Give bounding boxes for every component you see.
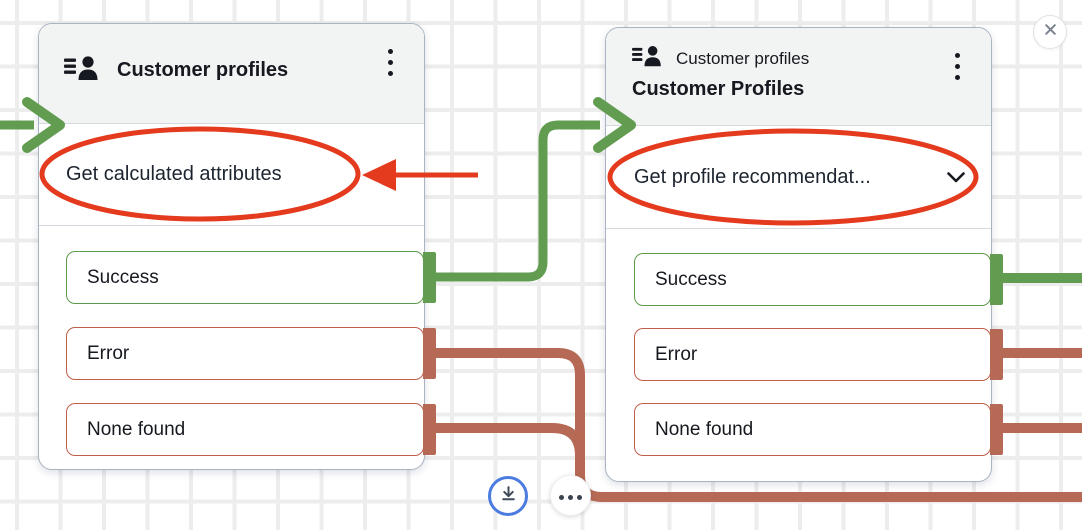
output-port[interactable] bbox=[990, 329, 1003, 380]
node-action-label: Get calculated attributes bbox=[66, 163, 282, 185]
ellipsis-icon bbox=[557, 487, 584, 505]
output-row-none-found[interactable]: None found bbox=[634, 403, 1003, 456]
flow-node-customer-profiles[interactable]: Customer profiles Customer Profiles Get … bbox=[605, 27, 1003, 482]
output-label: None found bbox=[655, 418, 754, 440]
kebab-menu-icon[interactable] bbox=[380, 49, 400, 82]
output-label: None found bbox=[87, 418, 186, 440]
kebab-menu-icon[interactable] bbox=[947, 53, 967, 86]
output-row-error[interactable]: Error bbox=[66, 327, 436, 380]
output-port[interactable] bbox=[423, 404, 436, 455]
output-label: Error bbox=[87, 342, 130, 364]
chevron-down-icon bbox=[947, 166, 965, 189]
output-row-none-found[interactable]: None found bbox=[66, 403, 436, 456]
output-port[interactable] bbox=[423, 252, 436, 303]
output-row-error[interactable]: Error bbox=[634, 328, 1003, 381]
node-category-label: Customer profiles bbox=[117, 59, 289, 81]
customer-profiles-icon bbox=[632, 44, 663, 73]
output-label: Success bbox=[655, 268, 727, 290]
flow-node-get-calculated-attributes[interactable]: Customer profiles Get calculated attribu… bbox=[38, 23, 436, 470]
node-action-dropdown[interactable]: Get profile recommendat... bbox=[606, 126, 991, 229]
node-header: Customer profiles bbox=[39, 24, 424, 124]
node-action-label: Get profile recommendat... bbox=[634, 165, 871, 188]
customer-profiles-icon bbox=[64, 54, 100, 87]
output-port[interactable] bbox=[423, 328, 436, 379]
output-row-success[interactable]: Success bbox=[634, 253, 1003, 306]
download-button[interactable] bbox=[488, 476, 528, 516]
download-icon bbox=[499, 484, 518, 508]
node-title: Customer Profiles bbox=[632, 78, 805, 100]
node-outputs: Success Error None found bbox=[606, 229, 1003, 456]
output-port[interactable] bbox=[990, 404, 1003, 455]
output-row-success[interactable]: Success bbox=[66, 251, 436, 304]
output-label: Error bbox=[655, 343, 698, 365]
output-label: Success bbox=[87, 266, 159, 288]
node-header: Customer profiles Customer Profiles bbox=[606, 28, 991, 126]
connector-none-found-line bbox=[425, 423, 585, 472]
output-port[interactable] bbox=[990, 254, 1003, 305]
node-outputs: Success Error None found bbox=[39, 226, 436, 456]
node-category-label: Customer profiles bbox=[676, 48, 810, 68]
node-action-row[interactable]: Get calculated attributes bbox=[39, 124, 424, 226]
connector-success-line bbox=[425, 120, 600, 282]
close-button[interactable] bbox=[1033, 15, 1067, 49]
more-options-button[interactable] bbox=[550, 475, 591, 516]
close-icon bbox=[1044, 23, 1057, 41]
